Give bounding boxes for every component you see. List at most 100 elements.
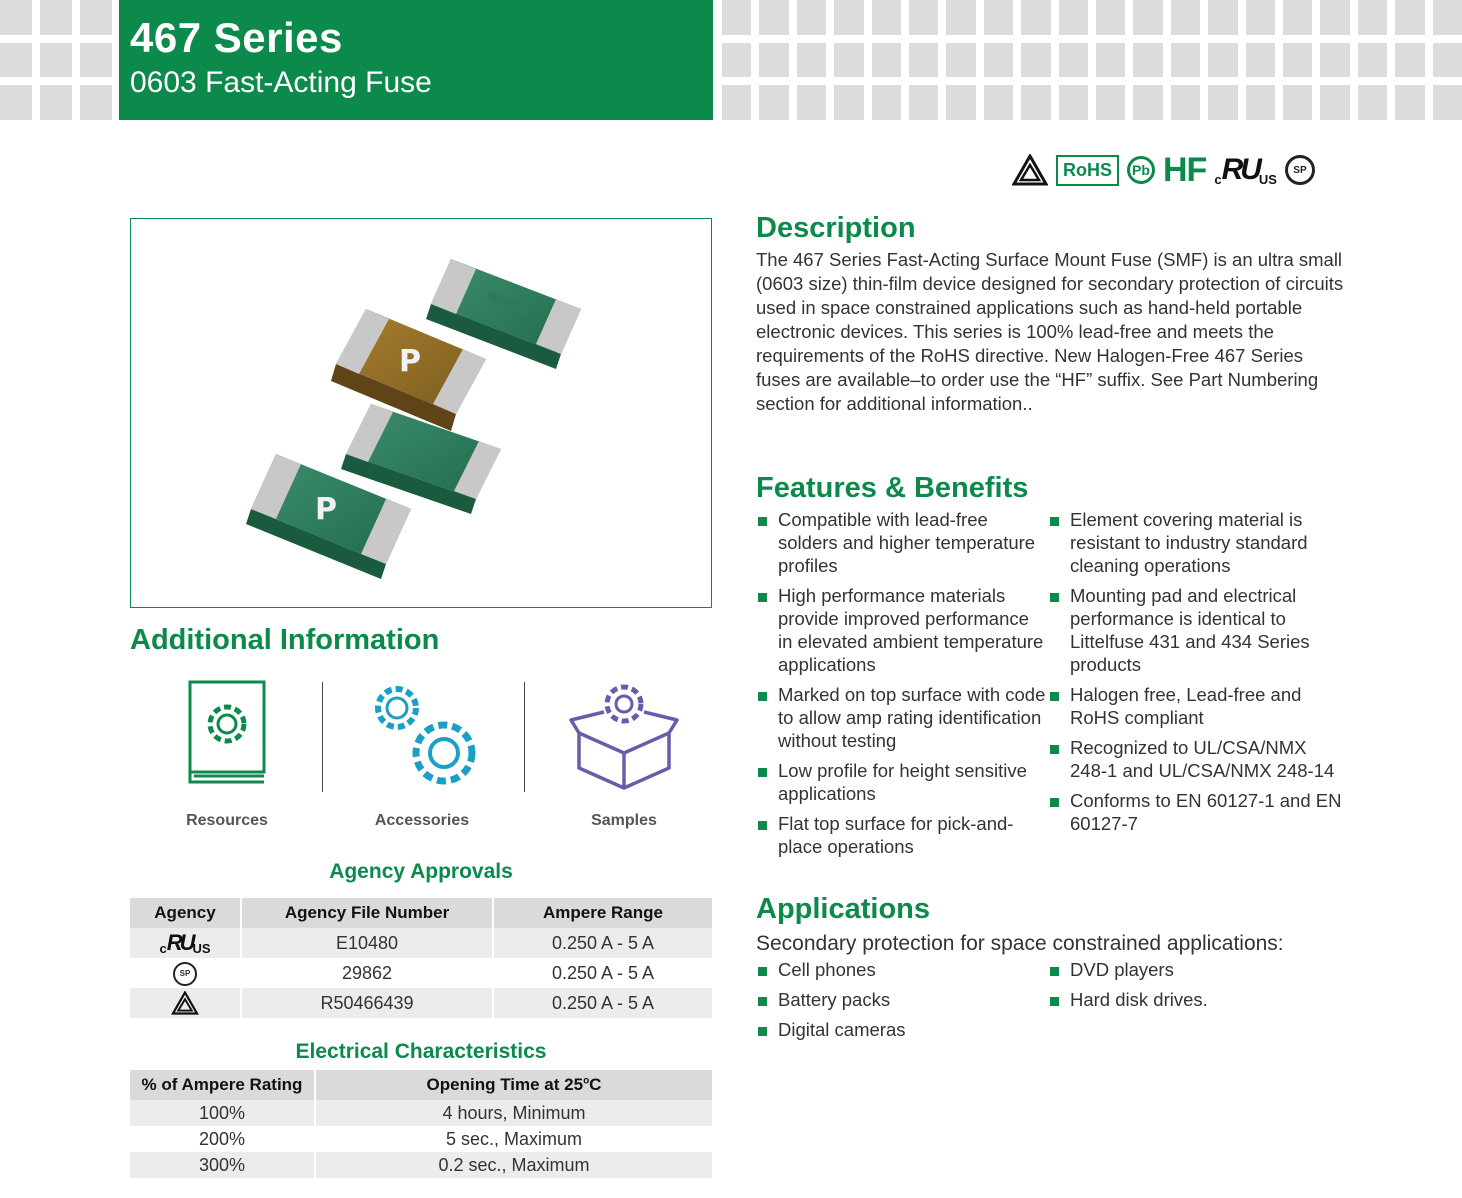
- banner-square: [908, 85, 939, 120]
- series-title: 467 Series: [130, 14, 343, 61]
- product-photo: P P: [130, 218, 712, 608]
- banner-square: [759, 0, 789, 35]
- banner-square: [1245, 42, 1275, 78]
- banner-square: [1432, 85, 1462, 120]
- list-item: Recognized to UL/CSA/NMX 248-1 and UL/CS…: [1048, 736, 1346, 782]
- features-column-right: Element covering material is resistant t…: [1048, 508, 1346, 842]
- column-header: Ampere Range: [492, 898, 712, 928]
- banner-square: [908, 0, 939, 35]
- banner-square: [1395, 85, 1425, 120]
- rating-cell: 100%: [130, 1100, 315, 1126]
- column-header: Agency File Number: [240, 898, 493, 928]
- banner-square: [1208, 85, 1238, 120]
- banner-square: [1282, 42, 1313, 78]
- fuse-chips-illustration: P P: [246, 259, 581, 579]
- samples-link[interactable]: Samples: [527, 678, 721, 838]
- banner-pattern-left: [0, 0, 112, 120]
- banner-square: [1320, 42, 1350, 78]
- list-item: Digital cameras: [756, 1018, 1046, 1041]
- features-list: Compatible with lead-free solders and hi…: [756, 508, 1346, 868]
- banner-square: [0, 42, 32, 78]
- electrical-characteristics-table: % of Ampere Rating Opening Time at 25oC …: [130, 1070, 712, 1178]
- agency-cell: SP: [130, 958, 241, 988]
- banner-square: [759, 42, 789, 78]
- banner-square: [1058, 0, 1088, 35]
- title-banner: 467 Series 0603 Fast-Acting Fuse: [119, 0, 713, 120]
- banner-square: [722, 42, 752, 78]
- banner-square: [1357, 85, 1388, 120]
- opening-time-cell: 5 sec., Maximum: [314, 1126, 712, 1152]
- file-number-cell: E10480: [240, 928, 493, 958]
- banner-square: [908, 42, 939, 78]
- banner-square: [1095, 42, 1126, 78]
- accessories-link[interactable]: Accessories: [325, 678, 519, 838]
- banner-square: [1208, 42, 1238, 78]
- rohs-icon: RoHS: [1056, 154, 1119, 186]
- banner-square: [1095, 0, 1126, 35]
- applications-heading: Applications: [756, 893, 931, 925]
- banner-square: [1320, 0, 1350, 35]
- banner-square: [1021, 42, 1051, 78]
- banner-square: [983, 85, 1014, 120]
- resources-link[interactable]: Resources: [130, 678, 324, 838]
- banner-square: [1058, 85, 1088, 120]
- banner-square: [871, 42, 901, 78]
- table-row: 100% 4 hours, Minimum: [130, 1100, 712, 1126]
- electrical-characteristics-heading: Electrical Characteristics: [295, 1040, 547, 1063]
- banner-square: [1021, 0, 1051, 35]
- banner-square: [0, 0, 32, 35]
- accessories-label: Accessories: [374, 812, 470, 829]
- banner-square: [1133, 0, 1163, 35]
- table-row: 300% 0.2 sec., Maximum: [130, 1152, 712, 1178]
- agency-approvals-table: Agency Agency File Number Ampere Range c…: [130, 898, 712, 1018]
- list-item: Battery packs: [756, 988, 1046, 1011]
- banner-square: [0, 85, 32, 120]
- file-number-cell: R50466439: [240, 988, 493, 1018]
- banner-square: [40, 0, 72, 35]
- ampere-range-cell: 0.250 A - 5 A: [492, 928, 712, 958]
- banner-square: [796, 42, 827, 78]
- banner-square: [871, 0, 901, 35]
- list-item: DVD players: [1048, 958, 1346, 981]
- list-item: Halogen free, Lead-free and RoHS complia…: [1048, 683, 1346, 729]
- samples-label: Samples: [591, 812, 657, 829]
- banner-square: [40, 42, 72, 78]
- banner-square: [80, 85, 112, 120]
- banner-square: [1170, 42, 1201, 78]
- banner-pattern-right: [722, 0, 1462, 120]
- box-gear-icon: [569, 684, 679, 790]
- banner-square: [946, 0, 976, 35]
- banner-square: [1320, 85, 1350, 120]
- description-heading: Description: [756, 212, 916, 244]
- triangle-mark-icon: [1012, 154, 1048, 186]
- banner-square: [1432, 42, 1462, 78]
- banner-square: [796, 85, 827, 120]
- banner-square: [834, 42, 864, 78]
- banner-square: [1282, 85, 1313, 120]
- product-subtitle: 0603 Fast-Acting Fuse: [130, 66, 432, 99]
- list-item: Compatible with lead-free solders and hi…: [756, 508, 1046, 577]
- rating-cell: 300%: [130, 1152, 315, 1178]
- banner-square: [80, 42, 112, 78]
- fuse-chip: P: [246, 454, 411, 579]
- list-item: Element covering material is resistant t…: [1048, 508, 1346, 577]
- banner-square: [1395, 42, 1425, 78]
- ampere-range-cell: 0.250 A - 5 A: [492, 958, 712, 988]
- description-text: The 467 Series Fast-Acting Surface Mount…: [756, 249, 1344, 414]
- banner-square: [946, 42, 976, 78]
- list-item: Cell phones: [756, 958, 1046, 981]
- list-item: Hard disk drives.: [1048, 988, 1346, 1011]
- csa-icon: SP: [1284, 155, 1315, 185]
- list-item: High performance materials provide impro…: [756, 584, 1046, 676]
- features-heading: Features & Benefits: [756, 472, 1029, 504]
- features-column-left: Compatible with lead-free solders and hi…: [756, 508, 1046, 865]
- divider: [524, 682, 525, 792]
- book-gear-icon: [188, 680, 266, 784]
- banner-square: [1357, 0, 1388, 35]
- applications-intro: Secondary protection for space constrain…: [756, 932, 1284, 955]
- banner-square: [1395, 0, 1425, 35]
- banner-square: [1133, 42, 1163, 78]
